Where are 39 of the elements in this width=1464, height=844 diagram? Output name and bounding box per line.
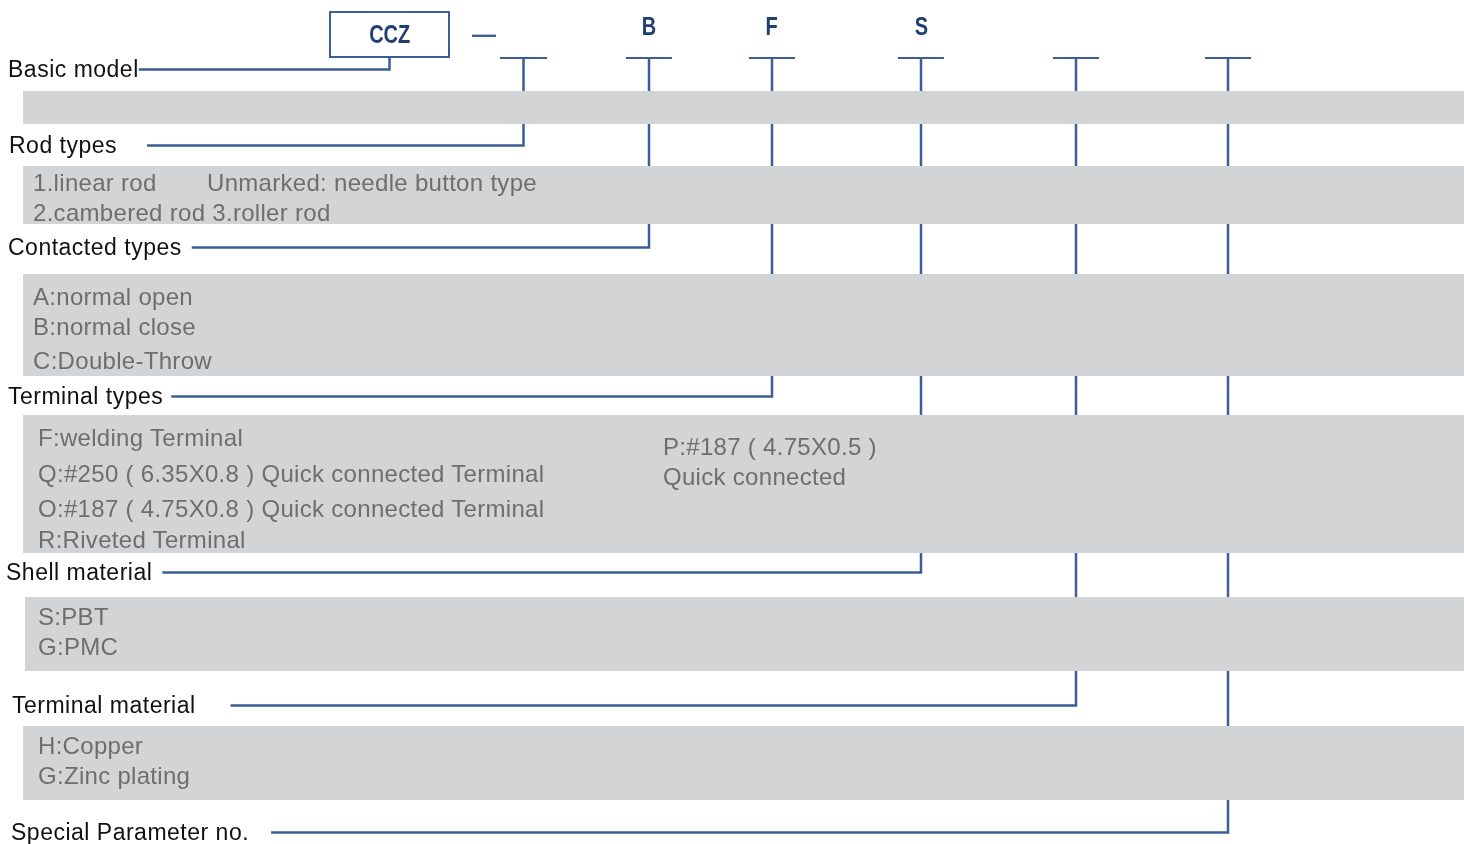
- separator-dash: —: [472, 20, 496, 48]
- option-text: P:#187 ( 4.75X0.5 ) Quick connected: [663, 432, 878, 492]
- option-text: R:Riveted Terminal: [38, 528, 246, 552]
- category-label: Special Parameter no.: [11, 821, 272, 844]
- option-text: 2.cambered rod 3.roller rod: [33, 201, 331, 225]
- option-text: A:normal open: [33, 285, 193, 309]
- category-label: Contacted types: [8, 236, 192, 259]
- option-text: G:PMC: [38, 635, 119, 659]
- option-text: O:#187 ( 4.75X0.8 ) Quick connected Terminal: [38, 497, 545, 521]
- model-code-box: [329, 11, 450, 58]
- leader-line: [138, 58, 391, 71]
- option-text: F:welding Terminal: [38, 426, 244, 450]
- option-band: [23, 726, 1464, 800]
- option-text: S:PBT: [38, 605, 109, 629]
- option-text: 1.linear rod: [33, 171, 157, 195]
- category-label: Basic model: [8, 58, 139, 81]
- option-band: [23, 274, 1464, 376]
- category-label: Terminal material: [12, 694, 231, 717]
- code-letter: B: [641, 14, 657, 39]
- code-letter: F: [765, 14, 779, 39]
- category-label: Shell material: [6, 561, 163, 584]
- option-band: [23, 415, 1464, 553]
- code-letter: CCZ: [368, 22, 411, 47]
- option-text: C:Double-Throw: [33, 349, 212, 373]
- code-slot: [749, 14, 795, 59]
- blank-band: [23, 91, 1464, 124]
- option-text: G:Zinc plating: [38, 764, 191, 788]
- option-text: Q:#250 ( 6.35X0.8 ) Quick connected Terminal: [38, 462, 545, 486]
- category-label: Rod types: [9, 134, 148, 157]
- option-text: H:Copper: [38, 734, 144, 758]
- code-letter: S: [914, 14, 928, 39]
- code-slot: [626, 14, 672, 59]
- category-label: Terminal types: [8, 385, 172, 408]
- code-slot: [898, 14, 944, 59]
- option-band: [25, 597, 1464, 671]
- option-text: Unmarked: needle button type: [207, 171, 537, 195]
- leader-line: [147, 59, 525, 147]
- option-band: [23, 166, 1464, 224]
- option-text: B:normal close: [33, 315, 196, 339]
